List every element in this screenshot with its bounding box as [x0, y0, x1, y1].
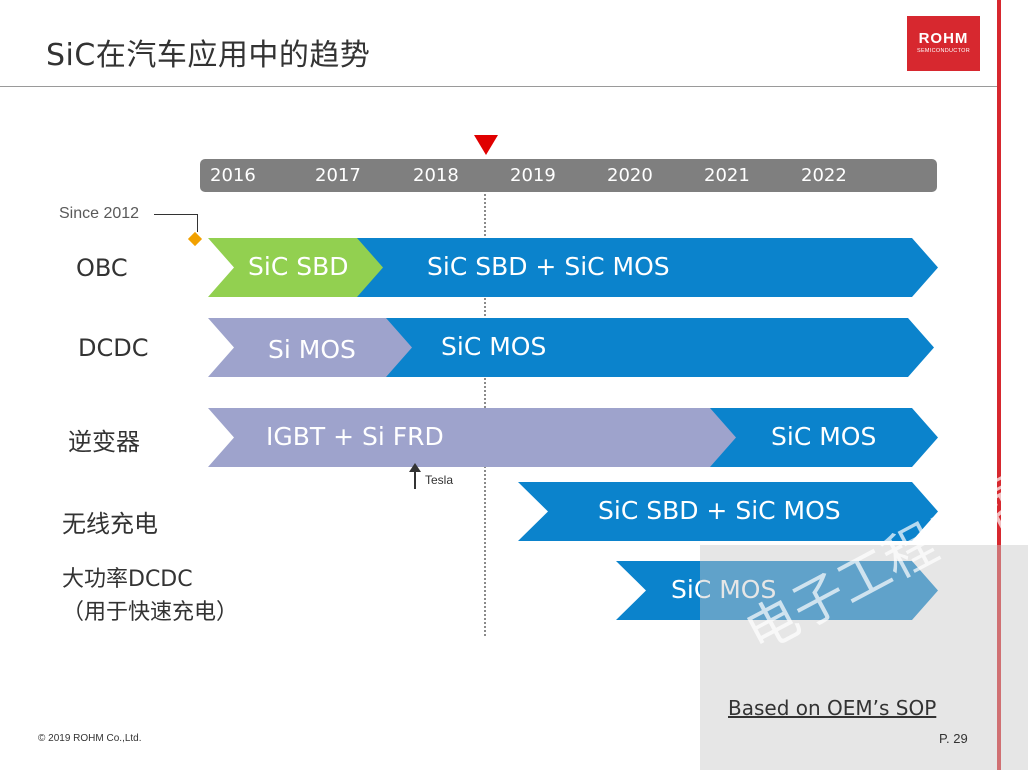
row-label-wireless: 无线充电 — [62, 510, 158, 538]
segment-label: SiC SBD + SiC MOS — [598, 496, 841, 525]
start-diamond-icon — [187, 231, 203, 247]
row-label-fast-dcdc: 大功率DCDC — [62, 567, 193, 592]
segment-label: SiC SBD + SiC MOS — [427, 252, 670, 281]
year-label: 2018 — [413, 165, 459, 186]
watermark-overlay — [700, 545, 1028, 770]
tesla-arrow-shaft — [414, 470, 416, 489]
row-label-dcdc: DCDC — [78, 334, 149, 362]
row-label-inverter: 逆变器 — [68, 428, 140, 456]
page-title: SiC在汽车应用中的趋势 — [46, 38, 371, 73]
row-label-obc: OBC — [76, 254, 128, 282]
year-label: 2020 — [607, 165, 653, 186]
tesla-arrow-icon — [409, 463, 421, 472]
right-accent-bar — [997, 0, 1001, 770]
year-label: 2021 — [704, 165, 750, 186]
inverter-segment-1: IGBT + Si FRD — [208, 408, 738, 467]
since-leader-line — [154, 214, 198, 215]
row-label-fast-dcdc-sub: （用于快速充电） — [62, 600, 239, 625]
wireless-segment-1: SiC SBD + SiC MOS — [518, 482, 938, 541]
obc-segment-1: SiC SBD — [208, 238, 384, 297]
page-number: P. 29 — [939, 731, 968, 746]
sop-note: Based on OEM’s SOP — [728, 696, 937, 720]
obc-segment-2: SiC SBD + SiC MOS — [357, 238, 938, 297]
segment-label: SiC MOS — [771, 422, 877, 451]
inverter-segment-2: SiC MOS — [710, 408, 938, 467]
year-label: 2022 — [801, 165, 847, 186]
segment-label: SiC MOS — [671, 575, 777, 604]
tesla-label: Tesla — [425, 473, 454, 487]
current-year-marker-icon — [474, 135, 498, 155]
logo-sub-text: SEMICONDUCTOR — [917, 48, 970, 54]
segment-label: SiC SBD — [248, 252, 349, 281]
year-label: 2017 — [315, 165, 361, 186]
copyright: © 2019 ROHM Co.,Ltd. — [38, 733, 142, 744]
segment-label: IGBT + Si FRD — [266, 422, 444, 451]
timeline-bar: 2016 2017 2018 2019 2020 2021 2022 — [200, 159, 937, 192]
dcdc-segment-2: SiC MOS — [386, 318, 934, 377]
fast-dcdc-segment-1: SiC MOS — [616, 561, 938, 620]
segment-label: Si MOS — [268, 335, 356, 364]
logo-main-text: ROHM — [918, 30, 969, 47]
dcdc-segment-1: Si MOS — [208, 318, 414, 377]
title-divider — [0, 86, 998, 87]
since-label: Since 2012 — [59, 205, 140, 222]
year-label: 2019 — [510, 165, 556, 186]
segment-label: SiC MOS — [441, 332, 547, 361]
since-leader-line — [197, 214, 198, 232]
rohm-logo: ROHM SEMICONDUCTOR — [907, 16, 980, 71]
year-label: 2016 — [210, 165, 256, 186]
